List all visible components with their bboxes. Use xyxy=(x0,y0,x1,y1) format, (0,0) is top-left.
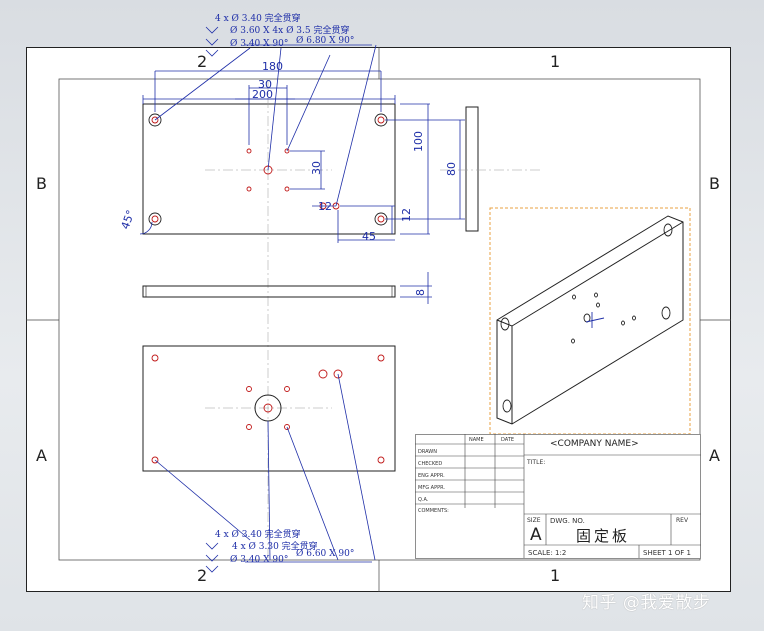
watermark: 知乎 @我爱散步 xyxy=(582,593,711,613)
zone-label-left-a: A xyxy=(36,446,47,465)
zone-label-bottom-1: 1 xyxy=(550,566,561,585)
tb-row-mfg-appr: MFG APPR. xyxy=(418,485,445,491)
side-view xyxy=(465,106,479,232)
tb-size-value: A xyxy=(530,525,542,545)
dim-180: 180 xyxy=(262,60,283,73)
dim-12-a: 12 xyxy=(318,200,332,213)
bottom-view xyxy=(142,345,396,563)
tb-size-label: SIZE xyxy=(527,517,541,524)
tb-row-qa: Q.A. xyxy=(418,497,429,503)
callout-top-1: 4 x Ø 3.40 完全贯穿 xyxy=(215,12,301,24)
tb-dwg-label: DWG. NO. xyxy=(550,517,585,525)
dim-30-top: 30 xyxy=(258,78,272,91)
tb-col-date: DATE xyxy=(501,437,515,443)
dim-8: 8 xyxy=(414,289,427,296)
tb-dwg-value: 固定板 xyxy=(576,527,631,545)
tb-row-eng-appr: ENG APPR. xyxy=(418,473,445,479)
callout-bottom-2: 4 x Ø 3.30 完全贯穿 xyxy=(232,540,318,552)
tb-title-label: TITLE: xyxy=(527,459,546,466)
zone-label-right-a: A xyxy=(709,446,720,465)
zone-label-left-b: B xyxy=(36,174,47,193)
dim-45-deg: 45° xyxy=(119,208,138,231)
dim-12-b: 12 xyxy=(400,208,413,222)
tb-row-checked: CHECKED xyxy=(418,461,443,467)
inner-frame xyxy=(58,78,701,561)
dim-45: 45 xyxy=(362,230,376,243)
dim-30-side: 30 xyxy=(310,161,323,175)
dim-100: 100 xyxy=(412,131,425,152)
callout-top-3: Ø 3.40 X 90° xyxy=(230,38,288,49)
tb-sheet: SHEET 1 OF 1 xyxy=(643,549,691,557)
callout-bottom-1: 4 x Ø 3.40 完全贯穿 xyxy=(215,528,301,540)
top-view xyxy=(139,44,465,560)
zone-label-top-2: 2 xyxy=(197,52,208,71)
zone-label-right-b: B xyxy=(709,174,720,193)
dim-80: 80 xyxy=(445,162,458,176)
front-view xyxy=(142,272,432,304)
tb-scale: SCALE: 1:2 xyxy=(528,549,567,557)
tb-col-name: NAME xyxy=(469,437,484,443)
tb-company-name: <COMPANY NAME> xyxy=(550,439,639,449)
title-block: NAME DATE DRAWN CHECKED ENG APPR. MFG AP… xyxy=(415,434,701,559)
dim-200: 200 xyxy=(252,88,273,101)
isometric-view xyxy=(489,207,691,435)
zone-label-bottom-2: 2 xyxy=(197,566,208,585)
tb-row-drawn: DRAWN xyxy=(418,449,437,455)
callout-top-2: Ø 3.60 X 4x Ø 3.5 完全贯穿 xyxy=(230,24,349,36)
zone-label-top-1: 1 xyxy=(550,52,561,71)
callout-bottom-4: Ø 6.60 X 90° xyxy=(296,548,354,559)
callout-top-4: Ø 6.80 X 90° xyxy=(296,35,354,46)
callout-bottom-3: Ø 3.40 X 90° xyxy=(230,554,288,565)
tb-row-comments: COMMENTS: xyxy=(418,508,449,514)
tb-rev-label: REV xyxy=(676,517,689,524)
